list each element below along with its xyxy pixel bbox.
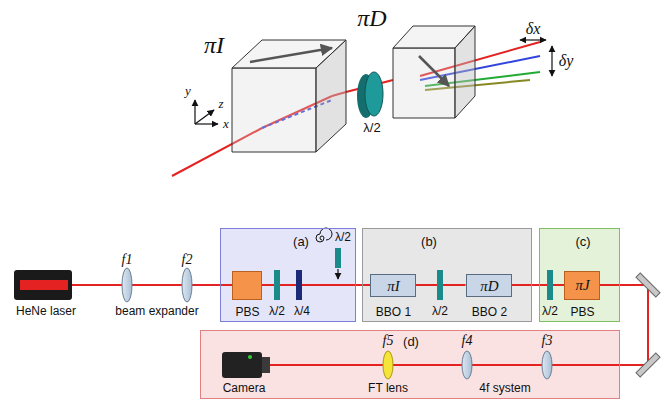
- lens: [462, 351, 472, 379]
- cube-face: [455, 26, 475, 118]
- node-heading: (b): [421, 235, 437, 249]
- part-label: f2: [182, 252, 193, 267]
- half-wave-plate: [437, 270, 443, 300]
- node-heading: πD: [480, 278, 498, 295]
- lens: [122, 268, 132, 302]
- node-heading: πJ: [575, 277, 589, 294]
- quarter-wave-plate: [296, 270, 302, 300]
- group-fill: [200, 330, 620, 399]
- part-label: HeNe laser: [16, 305, 76, 318]
- laser-body: [14, 270, 72, 300]
- part-label: f1: [122, 252, 133, 267]
- node-heading: (c): [575, 235, 590, 249]
- part-label: f3: [542, 333, 553, 348]
- part-label: FT lens: [368, 382, 408, 395]
- lens: [182, 268, 192, 302]
- node-heading: πD: [357, 5, 386, 31]
- mirror: [636, 273, 660, 297]
- half-wave-plate: [274, 270, 280, 300]
- laser-beam: [72, 285, 620, 365]
- lens: [542, 351, 552, 379]
- bbo-crystal: πIBBO 1: [370, 274, 416, 297]
- part-label: λ/2: [335, 231, 351, 244]
- part-label: λ/2: [432, 305, 448, 318]
- group-fill: [220, 228, 356, 322]
- cube-face: [393, 48, 455, 118]
- beam-connector: [532, 284, 539, 286]
- node-heading: PBS: [235, 306, 259, 319]
- coordinate-axes: [195, 100, 218, 124]
- part-label: Camera: [223, 382, 266, 395]
- camera-led: [248, 355, 252, 359]
- cube-outline: [393, 26, 475, 118]
- part-label: beam expander: [115, 305, 198, 318]
- ft-lens: [383, 351, 393, 379]
- part-label: λ/2: [363, 121, 380, 135]
- part-label: λ/2: [542, 305, 558, 318]
- mirror: [636, 353, 660, 377]
- cube-outline: [232, 40, 346, 152]
- beam-connector: [620, 285, 648, 365]
- pbs-cube: PBS: [232, 271, 262, 300]
- cube-face: [232, 68, 316, 152]
- optic-axis-arrow: [250, 48, 332, 62]
- crystal-cube: πI: [232, 40, 346, 152]
- node-sublabel: BBO 1: [376, 306, 411, 319]
- part-label: δx: [526, 20, 541, 38]
- part-label: λ/2: [269, 305, 285, 318]
- node-heading: πI: [387, 278, 400, 295]
- optic-axis-arrow: [419, 56, 449, 86]
- part-label: λ/4: [294, 305, 310, 318]
- bbo-crystal: πDBBO 2: [466, 274, 512, 297]
- offset-arrows: [520, 40, 552, 76]
- half-wave-disk: [365, 72, 383, 116]
- node-sublabel: BBO 2: [472, 306, 507, 319]
- beam-paths: [172, 42, 540, 176]
- group-fill: [539, 228, 620, 322]
- laser-tube: [20, 280, 68, 290]
- camera-lens: [262, 357, 270, 373]
- insert-arrow: [337, 269, 338, 279]
- part-label: f4: [462, 333, 473, 348]
- camera-body: [222, 352, 262, 378]
- cube-face: [316, 40, 346, 152]
- part-label: 4f system: [479, 382, 530, 395]
- part-label: f5: [383, 333, 394, 348]
- group-fill: [362, 228, 532, 322]
- half-wave-plate: [547, 270, 553, 300]
- part-label: z: [218, 97, 223, 111]
- vortex-plate: [335, 248, 341, 268]
- part-label: y: [185, 84, 191, 98]
- part-label: x: [223, 117, 229, 131]
- part-label: δy: [559, 52, 574, 70]
- node-sublabel: PBS: [570, 306, 594, 319]
- crystal-cube: πD: [393, 26, 475, 118]
- node-heading: (d): [403, 335, 419, 349]
- node-heading: πI: [204, 32, 224, 58]
- node-heading: (a): [293, 235, 309, 249]
- pbs-cube: πJPBS: [564, 271, 600, 300]
- vortex-symbol: [316, 228, 332, 242]
